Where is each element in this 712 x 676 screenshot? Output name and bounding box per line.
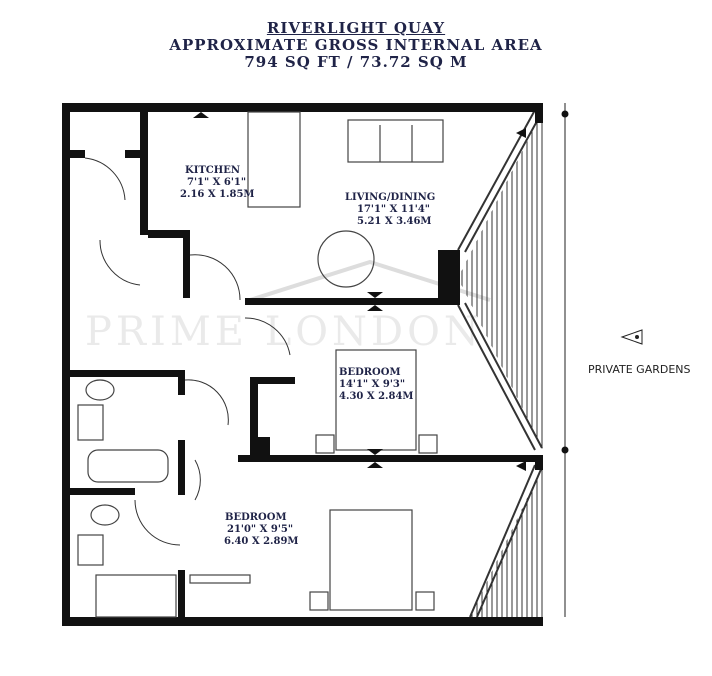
dining-table bbox=[317, 230, 375, 288]
area-value: 794 SQ FT / 73.72 SQ M bbox=[244, 53, 468, 71]
area-label: APPROXIMATE GROSS INTERNAL AREA bbox=[169, 36, 543, 54]
svg-text:5.21 X 3.46M: 5.21 X 3.46M bbox=[357, 216, 432, 227]
kitchen-counter bbox=[247, 111, 301, 208]
development-name: RIVERLIGHT QUAY bbox=[266, 19, 446, 37]
room-kitchen: KITCHEN 7'1" X 6'1" 2.16 X 1.85M bbox=[180, 165, 255, 200]
svg-text:BEDROOM: BEDROOM bbox=[225, 512, 287, 523]
eye-icon bbox=[620, 329, 643, 345]
private-gardens-label: PRIVATE GARDENS bbox=[588, 363, 691, 376]
watermark: PRIME LONDON bbox=[85, 259, 491, 355]
sofa bbox=[347, 119, 444, 163]
basin bbox=[77, 404, 104, 441]
balcony-bottom bbox=[470, 465, 543, 617]
balcony-top bbox=[458, 110, 543, 450]
svg-text:7'1" X 6'1": 7'1" X 6'1" bbox=[187, 177, 246, 188]
furniture bbox=[77, 111, 444, 618]
svg-text:2.16 X 1.85M: 2.16 X 1.85M bbox=[180, 189, 255, 200]
svg-text:14'1" X 9'3": 14'1" X 9'3" bbox=[339, 379, 405, 390]
doors bbox=[84, 157, 291, 546]
walls bbox=[62, 103, 543, 626]
svg-text:17'1" X 11'4": 17'1" X 11'4" bbox=[357, 204, 430, 215]
room-living-dining: LIVING/DINING 17'1" X 11'4" 5.21 X 3.46M bbox=[345, 192, 435, 227]
room-bedroom-1: BEDROOM 14'1" X 9'3" 4.30 X 2.84M bbox=[339, 367, 414, 402]
svg-text:21'0" X 9'5": 21'0" X 9'5" bbox=[227, 524, 293, 535]
bed-2 bbox=[329, 509, 413, 611]
svg-text:PRIME LONDON: PRIME LONDON bbox=[85, 309, 483, 355]
room-bedroom-2: BEDROOM 21'0" X 9'5" 6.40 X 2.89M bbox=[224, 512, 299, 547]
svg-text:KITCHEN: KITCHEN bbox=[185, 165, 240, 176]
svg-text:4.30 X 2.84M: 4.30 X 2.84M bbox=[339, 391, 414, 402]
svg-text:BEDROOM: BEDROOM bbox=[339, 367, 401, 378]
toilet bbox=[85, 379, 115, 401]
markers bbox=[193, 112, 526, 471]
shower bbox=[95, 574, 177, 618]
svg-text:LIVING/DINING: LIVING/DINING bbox=[345, 192, 435, 203]
windows bbox=[457, 109, 543, 618]
bath bbox=[87, 449, 169, 483]
svg-text:6.40 X 2.89M: 6.40 X 2.89M bbox=[224, 536, 299, 547]
